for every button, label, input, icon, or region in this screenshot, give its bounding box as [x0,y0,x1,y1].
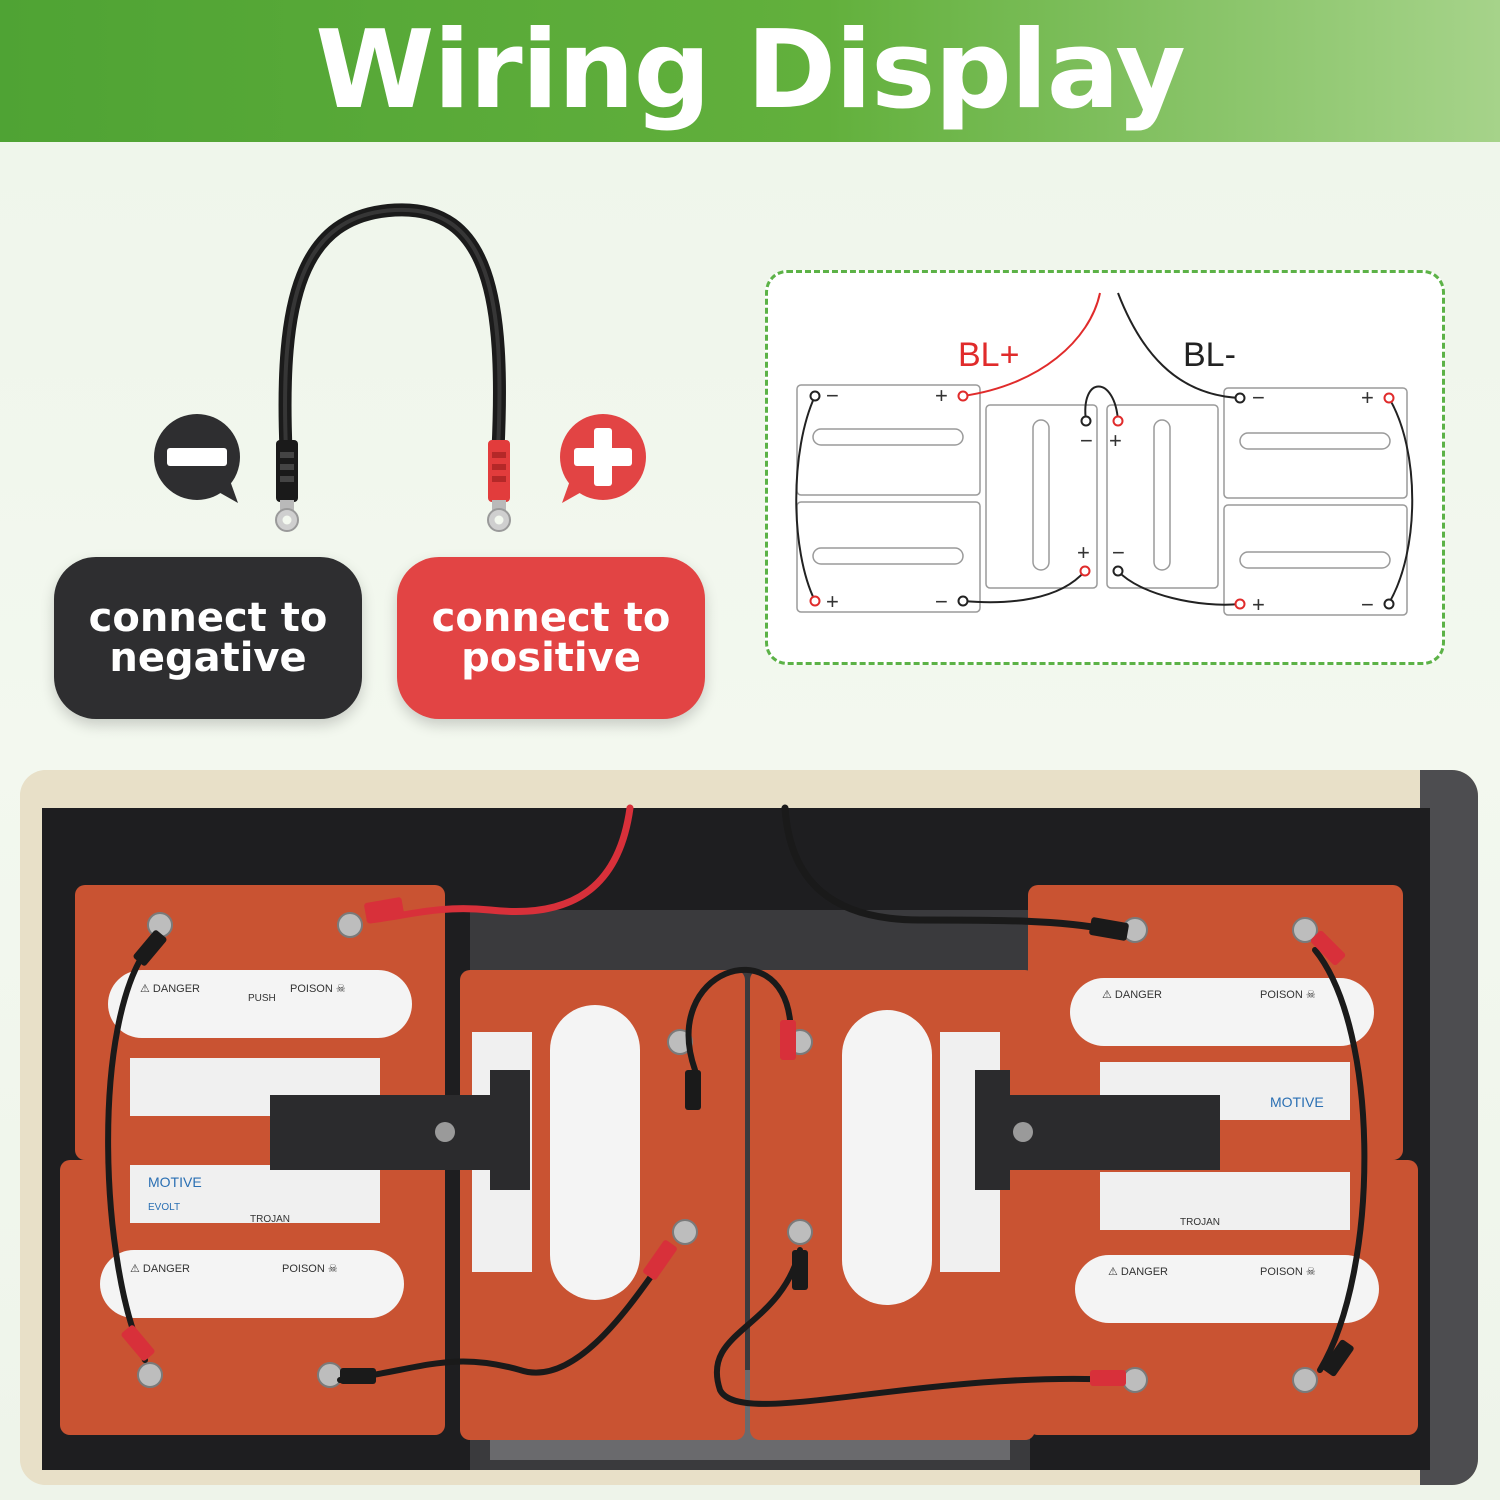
symbol-plus: + [1077,540,1090,565]
connect-negative-label: connect to negative [54,557,362,719]
battery-right-bottom [1028,1160,1418,1435]
danger-label: ⚠ DANGER [130,1263,190,1275]
brand-evolt: EVOLT [148,1202,180,1213]
wiring-diagram-box [765,270,1445,665]
danger-label: ⚠ DANGER [1102,989,1162,1001]
wiring-diagram: − + + − − + + − − + + − [795,292,1414,617]
title-banner [0,0,1500,142]
poison-label: POISON ☠ [1260,1266,1316,1278]
symbol-minus: − [935,589,948,614]
symbol-minus: − [1361,592,1374,617]
brand-motive: MOTIVE [148,1174,202,1190]
battery-center-right [750,970,1035,1440]
negative-label-line1: connect to [88,595,328,641]
symbol-plus: + [935,383,948,408]
push-label: PUSH [248,993,276,1004]
battery-bay-photo: ⚠ DANGER POISON ☠ ⚠ DANGER POISON ☠ ⚠ DA… [20,770,1478,1485]
symbol-plus: + [1361,385,1374,410]
plus-bubble-icon [560,414,646,503]
danger-label: ⚠ DANGER [140,983,200,995]
battery-center-left [460,970,745,1440]
bl-negative-label: BL- [1183,336,1236,374]
positive-label-line1: connect to [431,595,671,641]
brand-motive: MOTIVE [1270,1094,1324,1110]
poison-label: POISON ☠ [290,983,346,995]
positive-connector-icon [487,440,511,532]
page-title: Wiring Display [315,8,1185,133]
symbol-minus: − [1252,385,1265,410]
battery-left-top [75,885,445,1160]
poison-label: POISON ☠ [1260,989,1316,1001]
brand-trojan: TROJAN [250,1214,290,1225]
danger-label: ⚠ DANGER [1108,1266,1168,1278]
symbol-plus: + [826,589,839,614]
positive-label-line2: positive [461,635,641,681]
battery-right-top [1028,885,1403,1160]
poison-label: POISON ☠ [282,1263,338,1275]
battery-left-bottom [60,1160,445,1435]
bl-positive-label: BL+ [958,336,1020,374]
battery-bay-illustration: ⚠ DANGER POISON ☠ ⚠ DANGER POISON ☠ ⚠ DA… [20,770,1478,1485]
cable-illustration [154,203,646,532]
symbol-minus: − [1080,428,1093,453]
symbol-minus: − [826,383,839,408]
negative-label-line2: negative [109,635,307,681]
minus-bubble-icon [154,414,240,503]
symbol-plus: + [1109,428,1122,453]
brand-trojan: TROJAN [1180,1217,1220,1228]
symbol-plus: + [1252,592,1265,617]
symbol-minus: − [1112,540,1125,565]
connect-positive-label: connect to positive [397,557,705,719]
negative-connector-icon [275,440,299,532]
